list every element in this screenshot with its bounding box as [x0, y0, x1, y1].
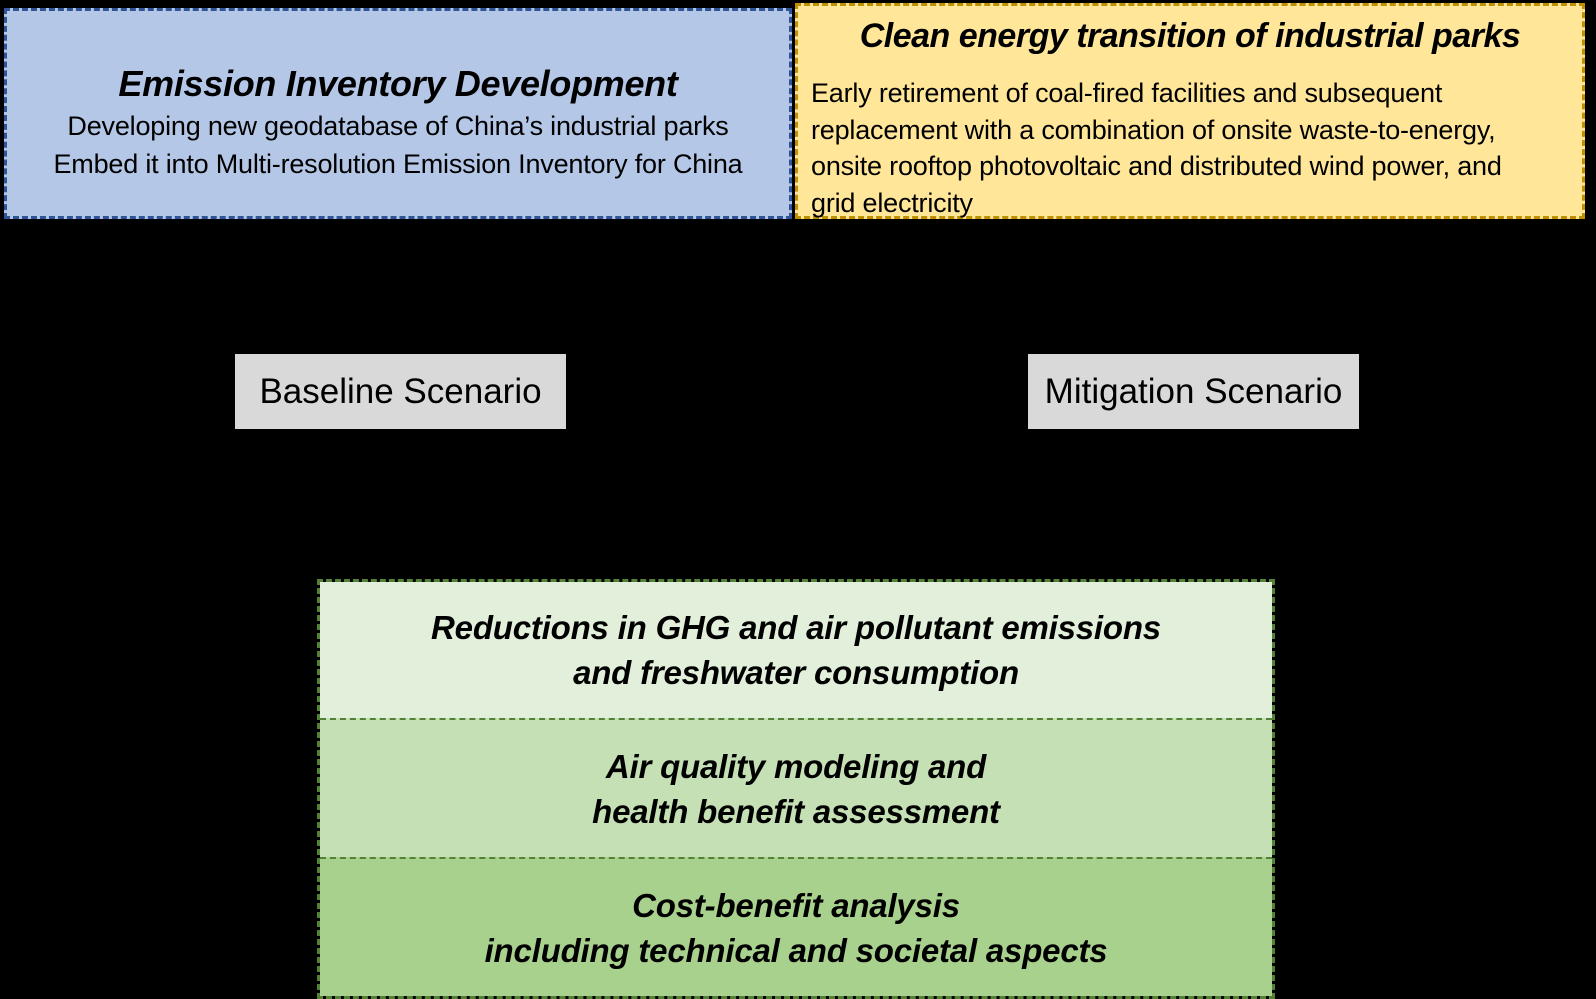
clean-energy-transition-body: Early retirement of coal-fired facilitie… — [798, 75, 1582, 221]
emission-inventory-box: Emission Inventory Development Developin… — [4, 8, 792, 219]
outcome-section-emissions-reduction: Reductions in GHG and air pollutant emis… — [320, 582, 1272, 718]
clean-energy-transition-title: Clean energy transition of industrial pa… — [859, 17, 1521, 55]
emission-inventory-body-line: Developing new geodatabase of China’s in… — [67, 111, 729, 141]
outcome-line: health benefit assessment — [592, 792, 1000, 830]
outcome-section-cost-benefit: Cost-benefit analysis including technica… — [320, 857, 1272, 996]
baseline-scenario-label: Baseline Scenario — [259, 371, 542, 411]
mitigation-scenario-box: Mitigation Scenario — [1028, 354, 1359, 429]
mitigation-scenario-label: Mitigation Scenario — [1044, 371, 1343, 411]
emission-inventory-body: Developing new geodatabase of China’s in… — [7, 107, 789, 183]
emission-inventory-title: Emission Inventory Development — [118, 63, 678, 104]
outcome-line: Cost-benefit analysis — [632, 886, 960, 924]
outcome-line: including technical and societal aspects — [484, 931, 1108, 969]
clean-energy-transition-body-line: Early retirement of coal-fired facilitie… — [811, 78, 1443, 108]
outcome-line: Air quality modeling and — [605, 747, 987, 785]
outcome-section-air-quality: Air quality modeling and health benefit … — [320, 718, 1272, 857]
baseline-scenario-box: Baseline Scenario — [235, 354, 566, 429]
outcome-line: Reductions in GHG and air pollutant emis… — [431, 609, 1161, 646]
clean-energy-transition-body-line: replacement with a combination of onsite… — [811, 114, 1496, 145]
clean-energy-transition-body-line: onsite rooftop photovoltaic and distribu… — [811, 151, 1502, 181]
clean-energy-transition-box: Clean energy transition of industrial pa… — [795, 3, 1585, 219]
outcome-line: and freshwater consumption — [573, 654, 1019, 691]
clean-energy-transition-body-line: grid electricity — [811, 187, 973, 218]
emission-inventory-body-line: Embed it into Multi-resolution Emission … — [53, 149, 743, 179]
outcome-stack: Reductions in GHG and air pollutant emis… — [317, 579, 1275, 999]
